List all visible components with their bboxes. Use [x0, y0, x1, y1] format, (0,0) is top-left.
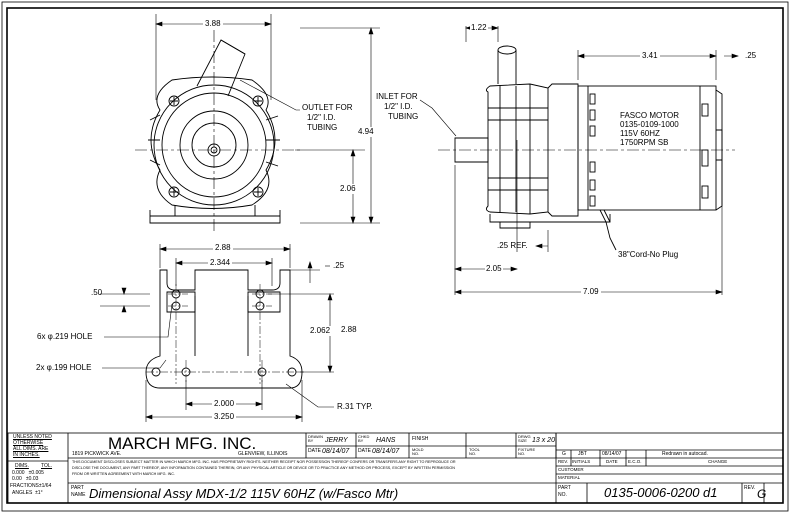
base-left-offset-dim: .50 [91, 288, 103, 297]
outlet-note-2: 1/2" I.D. [307, 113, 336, 122]
tolerance-note-1: UNLESS NOTED [13, 434, 52, 440]
base-bottom-width-dim: 3.250 [212, 412, 237, 421]
tool-label: TOOL NO. [469, 447, 480, 456]
disclaimer-3: FROM OR WRITTEN AGREEMENT WITH MARCH MFG… [72, 472, 175, 476]
base-inner-width-dim: 2.344 [208, 258, 233, 267]
rev-value: G [757, 487, 767, 501]
radius-note: R.31 TYP. [337, 402, 373, 411]
base-outer-width-dim: 2.88 [213, 243, 233, 252]
hole-note-6x: 6x φ.219 HOLE [37, 332, 93, 341]
base-view-outline [145, 269, 303, 389]
motor-label-1: FASCO MOTOR [620, 111, 679, 120]
tol-header-dims: DIMS. [15, 463, 29, 469]
part-no-label-2: NO. [558, 492, 567, 498]
motor-label-2: 0135-0109-1000 [620, 120, 679, 129]
rev-header-date: DATE [606, 459, 618, 464]
rev-header-rev: REV. [558, 459, 569, 464]
drawn-by-value: JERRY [325, 437, 348, 444]
front-height-dim: 4.94 [357, 127, 375, 137]
part-number: 0135-0006-0200 d1 [604, 485, 718, 500]
tol-row-2: 0.00 ±0.03 [12, 476, 39, 482]
part-name-label-1: PART [71, 485, 84, 491]
title-block-grid [7, 432, 784, 504]
rev-row-rev: G [562, 451, 566, 457]
hole-note-2x: 2x φ.199 HOLE [36, 363, 92, 372]
outlet-note-1: OUTLET FOR [302, 103, 353, 112]
base-bottom-spacing-dim: 2.000 [212, 399, 237, 408]
tolerance-note-2: OTHERWISE [13, 440, 44, 446]
tolerance-note-4: IN INCHES. [13, 452, 40, 458]
dwg-size-value: 13 x 20 [532, 437, 555, 444]
part-name-label-2: NAME [71, 492, 86, 498]
rev-header-change: CHANGE [708, 459, 728, 464]
company-city: GLENVIEW, ILLINOIS [238, 451, 288, 457]
inlet-offset-dim: 1.22 [470, 23, 488, 32]
ref-dim: .25 REF. [497, 241, 528, 250]
date-label-1: DATE [308, 448, 321, 454]
date-value-2: 08/14/07 [372, 448, 400, 455]
material-label: MATERIAL [558, 475, 581, 480]
flange-dim: .25 [745, 51, 757, 60]
base-depth-dim: 2.88 [341, 325, 357, 334]
rev-row-change: Redrawn in autocad. [662, 451, 708, 457]
drawn-by-label: DRAWN BY [308, 434, 323, 443]
part-no-label-1: PART [558, 485, 571, 491]
customer-label: CUSTOMER [558, 467, 584, 472]
front-width-dim: 3.88 [203, 19, 223, 28]
company-name: MARCH MFG. INC. [108, 434, 257, 453]
side-view-outline [454, 45, 723, 251]
fixture-label: FIXTURE NO. [518, 447, 536, 456]
inlet-note-3: TUBING [388, 112, 419, 121]
outlet-note-3: TUBING [307, 123, 338, 132]
mold-label: MOLD NO. [412, 447, 424, 456]
chkd-by-value: HANS [376, 437, 396, 444]
disclaimer-2: DISCLOSE THE DOCUMENT, ANY PART THEREOF,… [72, 466, 455, 470]
chkd-by-label: CHKD BY [358, 434, 370, 443]
inlet-note-2: 1/2" I.D. [384, 102, 413, 111]
rev-row-date: 08/14/07 [602, 451, 622, 457]
cord-note: 38"Cord-No Plug [618, 250, 679, 259]
finish-label: FINISH [412, 436, 429, 442]
base-hole-spacing-dim: 2.062 [309, 326, 332, 336]
rev-row-initials: JBT [578, 451, 587, 457]
tol-row-1: 0.000 ±0.005 [12, 470, 44, 476]
motor-label-3: 115V 60HZ [620, 129, 660, 138]
part-name: Dimensional Assy MDX-1/2 115V 60HZ (w/Fa… [89, 486, 399, 501]
tol-header-tol: TOL. [41, 463, 53, 469]
tolerance-note-3: ALL DIMS. ARE [13, 446, 49, 452]
inlet-note-1: INLET FOR [376, 92, 418, 101]
overall-length-dim: 7.09 [581, 287, 601, 296]
disclaimer-1: THIS DOCUMENT DISCLOSES SUBJECT MATTER I… [72, 460, 456, 464]
rev-header-initials: INITIALS [572, 459, 591, 464]
motor-label-4: 1750RPM SB [620, 138, 669, 147]
tol-row-3: FRACTIONS±1/64 [10, 483, 52, 489]
date-label-2: DATE [358, 448, 371, 454]
company-address: 1819 PICKWICK AVE. [72, 451, 122, 457]
rev-label: REV. [744, 485, 756, 491]
base-top-offset-dim: .25 [333, 261, 345, 270]
tol-row-4: ANGLES ±1° [12, 490, 43, 496]
front-center-height-dim: 2.06 [339, 184, 357, 194]
motor-length-dim: 3.41 [640, 51, 660, 60]
base-offset-dim: 2.05 [485, 264, 503, 273]
date-value-1: 08/14/07 [322, 448, 350, 455]
dwg-size-label: DRWG SIZE [518, 434, 531, 443]
rev-header-eco: E.C.O. [628, 459, 642, 464]
